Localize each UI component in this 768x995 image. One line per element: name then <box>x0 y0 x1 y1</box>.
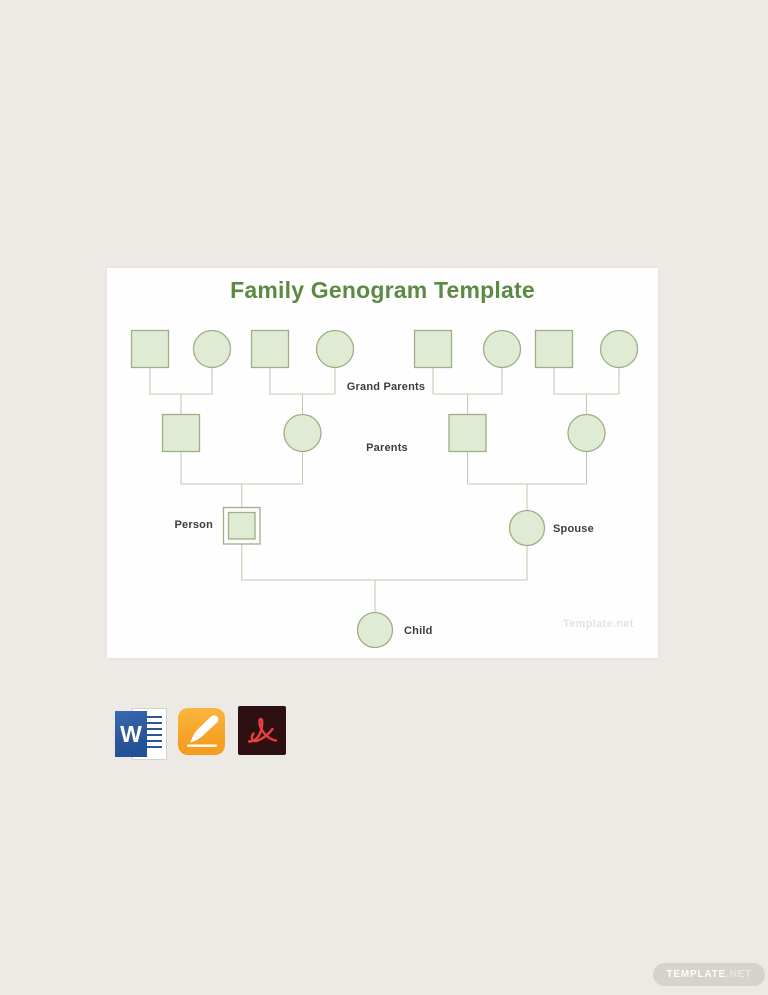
grandmother-node-4 <box>599 329 639 369</box>
label-child: Child <box>404 625 433 637</box>
father-node-left <box>161 413 201 453</box>
person-node-outer <box>222 506 261 545</box>
template-net-badge[interactable]: TEMPLATE.NET <box>653 963 765 986</box>
grandfather-node-1 <box>130 329 170 369</box>
badge-tld-text: .NET <box>726 969 752 980</box>
connector-lines <box>149 367 620 613</box>
label-person: Person <box>174 519 213 531</box>
grandmother-node-3 <box>482 329 522 369</box>
genogram-nodes <box>130 329 639 649</box>
word-icon[interactable]: W <box>115 708 167 760</box>
mother-node-right <box>567 413 606 453</box>
spouse-node <box>508 509 546 547</box>
label-spouse: Spouse <box>553 523 594 535</box>
genogram-diagram <box>130 329 639 649</box>
word-letter: W <box>115 711 147 757</box>
badge-brand-text: TEMPLATE <box>666 969 727 980</box>
grandfather-node-4 <box>534 329 574 369</box>
mother-node-left <box>283 413 322 453</box>
watermark: Template.net <box>563 618 634 630</box>
acrobat-ribbon-icon <box>247 717 278 743</box>
pages-pen-icon <box>187 715 219 747</box>
person-node-inner <box>227 511 256 540</box>
grandfather-node-2 <box>250 329 290 369</box>
label-grandparents: Grand Parents <box>346 381 426 393</box>
label-parents: Parents <box>366 442 408 454</box>
father-node-right <box>448 413 487 453</box>
grandfather-node-3 <box>413 329 453 369</box>
grandmother-node-2 <box>315 329 355 369</box>
pages-icon[interactable] <box>178 708 225 755</box>
child-node <box>356 611 394 649</box>
grandmother-node-1 <box>192 329 232 369</box>
genogram-card: Family Genogram Template <box>107 268 658 658</box>
acrobat-icon[interactable] <box>238 706 286 755</box>
page-title: Family Genogram Template <box>230 277 535 303</box>
